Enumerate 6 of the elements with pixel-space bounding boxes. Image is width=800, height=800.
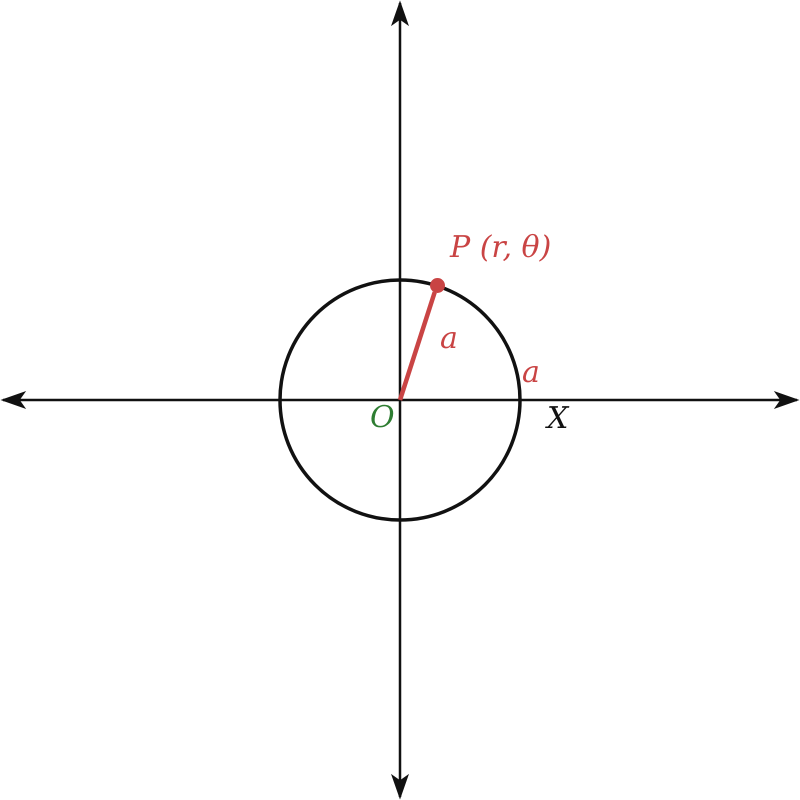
radius-label: a xyxy=(522,356,540,390)
axis-label: X xyxy=(547,402,568,436)
radius-line xyxy=(398,291,437,401)
origin-label: O xyxy=(370,401,395,435)
point-label: P (r, θ) xyxy=(450,231,552,265)
edge-label: a xyxy=(440,322,458,356)
